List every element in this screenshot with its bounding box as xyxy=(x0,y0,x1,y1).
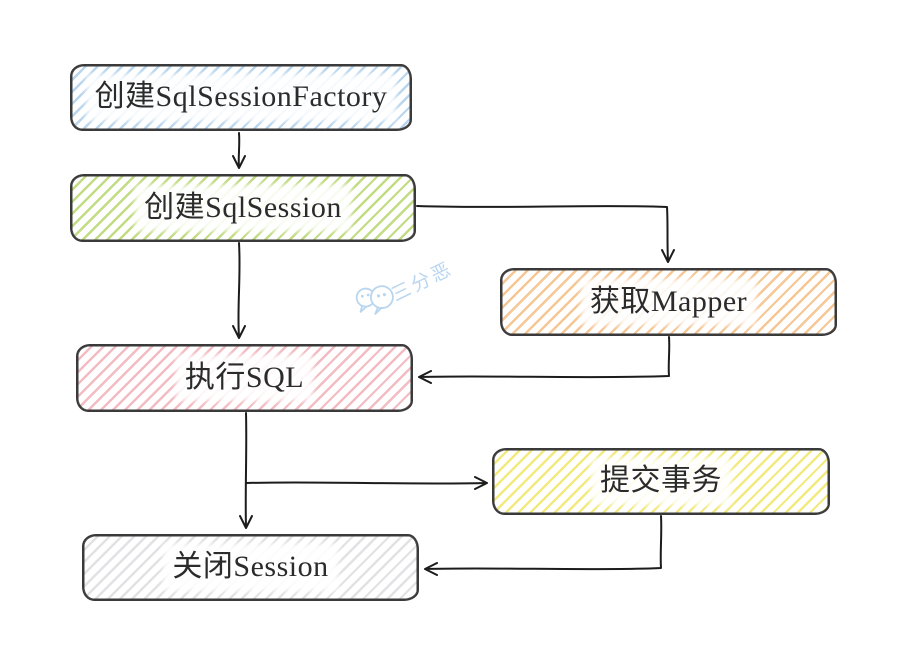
wechat-chat-bubbles-icon xyxy=(355,285,394,315)
arrow-session-to-sql xyxy=(232,242,246,339)
node-close-session: 关闭Session xyxy=(82,534,419,601)
arrow-session-to-mapper xyxy=(416,205,675,263)
node-label: 创建SqlSessionFactory xyxy=(91,80,391,115)
node-label: 获取Mapper xyxy=(586,284,751,320)
node-create-sqlsession: 创建SqlSession xyxy=(70,174,416,242)
node-label: 关闭Session xyxy=(169,550,332,585)
watermark: 三分恶 xyxy=(346,254,496,334)
node-get-mapper: 获取Mapper xyxy=(500,268,837,336)
node-create-sqlsessionfactory: 创建SqlSessionFactory xyxy=(70,64,412,131)
arrow-sql-to-close xyxy=(239,412,253,529)
arrow-commit-to-close xyxy=(424,515,663,576)
arrow-factory-to-session xyxy=(232,132,246,169)
watermark-text: 三分恶 xyxy=(388,258,457,307)
arrow-mapper-to-sql xyxy=(418,336,671,384)
node-label: 提交事务 xyxy=(597,464,725,499)
node-label: 创建SqlSession xyxy=(141,190,345,226)
node-execute-sql: 执行SQL xyxy=(76,344,413,412)
arrow-sql-to-commit xyxy=(245,476,488,490)
node-label: 执行SQL xyxy=(181,360,308,396)
node-commit-transaction: 提交事务 xyxy=(492,448,830,515)
